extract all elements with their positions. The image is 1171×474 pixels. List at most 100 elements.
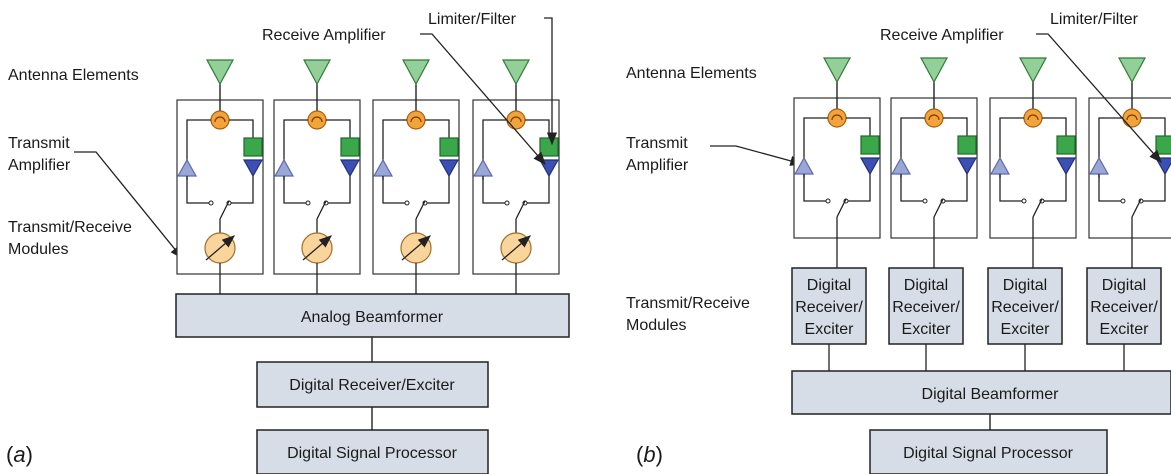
receive-path-line — [229, 119, 254, 140]
digital-signal-processor-label-b: Digital Signal Processor — [903, 445, 1074, 462]
limiter-filter-icon — [1056, 135, 1076, 155]
panel-b-module-4 — [1088, 57, 1171, 268]
phase-shifter-arrow-icon — [501, 235, 531, 261]
receive-path-line — [1042, 117, 1067, 138]
circulator-icon — [506, 110, 526, 130]
limiter-filter-icon — [340, 137, 360, 157]
label-trm-b-2: Modules — [626, 317, 686, 334]
receive-amplifier-icon — [1055, 157, 1077, 176]
digital-receiver-exciter-label-b: Digital — [807, 277, 851, 294]
limiter-filter-icon — [539, 137, 559, 157]
digital-signal-processor-box-b — [869, 429, 1108, 474]
circulator-arrow-icon — [1027, 114, 1039, 121]
digital-signal-processor-box-a — [256, 429, 489, 474]
caption-b: (b) — [636, 442, 663, 467]
receive-to-switch-line — [1044, 174, 1067, 202]
label-antenna-elements: Antenna Elements — [8, 67, 139, 84]
limiter-filter-icon — [439, 137, 459, 157]
digital-receiver-exciter-box-b — [888, 267, 964, 345]
label-receive-amplifier-b: Receive Amplifier — [880, 27, 1004, 44]
receive-to-switch-line — [527, 176, 550, 204]
circulator-icon — [1122, 108, 1142, 128]
receive-amplifier-icon — [438, 159, 460, 178]
digital-receiver-exciter-box-b — [987, 267, 1063, 345]
panel-b-module-3 — [989, 57, 1077, 268]
digital-receiver-exciter-label-b: Digital — [904, 277, 948, 294]
panel-b-module-1 — [793, 57, 881, 268]
panel-a: Antenna Elements Transmit Amplifier Tran… — [6, 11, 570, 474]
switch-arm-icon — [1131, 198, 1142, 218]
receive-path-line — [425, 119, 450, 140]
antenna-icon — [302, 59, 332, 86]
receive-amp-callout-line-b — [1036, 33, 1162, 163]
digital-receiver-exciter-label-b: Receiver/ — [795, 299, 863, 316]
antenna-icon — [1117, 57, 1147, 84]
switch-arm-icon — [515, 200, 526, 220]
antenna-icon — [919, 57, 949, 84]
analog-beamformer-label: Analog Beamformer — [301, 309, 444, 326]
label-transmit-amplifier-2: Amplifier — [8, 157, 71, 174]
digital-receiver-exciter-label-b: Exciter — [902, 321, 952, 338]
transmit-to-switch-line — [900, 174, 923, 202]
circulator-arrow-icon — [1126, 114, 1138, 121]
phase-shifter-arrow-icon — [205, 235, 235, 261]
limiter-filter-icon — [957, 135, 977, 155]
limiter-filter-icon — [1155, 135, 1171, 155]
switch-contact-icon — [208, 200, 214, 206]
digital-receiver-exciter-label-b: Receiver/ — [892, 299, 960, 316]
limiter-filter-icon — [243, 137, 263, 157]
receive-to-switch-line — [427, 176, 450, 204]
transmit-amp-callout-line — [74, 151, 183, 260]
circulator-arrow-icon — [214, 116, 226, 123]
switch-arm-icon — [415, 200, 426, 220]
panel-b: Antenna Elements Transmit Amplifier Tran… — [626, 11, 1171, 474]
circulator-icon — [307, 110, 327, 130]
label-transmit-amplifier-b-2: Amplifier — [626, 157, 689, 174]
panel-a-module-1 — [176, 59, 264, 294]
receive-path-line — [326, 119, 351, 140]
digital-receiver-exciter-label-b: Digital — [1003, 277, 1047, 294]
switch-contact-icon — [1120, 198, 1126, 204]
analog-beamformer-box — [175, 293, 570, 338]
digital-beamformer-box — [791, 370, 1171, 415]
transmit-to-switch-line — [803, 174, 826, 202]
receive-path-line — [846, 117, 871, 138]
digital-receiver-exciter-label-b: Exciter — [1001, 321, 1051, 338]
digital-receiver-exciter-label-b: Exciter — [1100, 321, 1150, 338]
panel-a-module-2 — [273, 59, 361, 294]
receive-amp-callout-line — [420, 33, 546, 165]
switch-arm-icon — [1032, 198, 1043, 218]
receive-to-switch-line — [1143, 174, 1166, 202]
label-limiter-filter: Limiter/Filter — [428, 11, 517, 28]
digital-receiver-exciter-label: Digital Receiver/Exciter — [289, 377, 455, 394]
switch-contact-icon — [305, 200, 311, 206]
transmit-to-switch-line — [1098, 174, 1121, 202]
switch-arm-icon — [219, 200, 230, 220]
circulator-icon — [210, 110, 230, 130]
switch-contact-icon — [825, 198, 831, 204]
digital-receiver-exciter-label-b: Receiver/ — [1090, 299, 1158, 316]
digital-signal-processor-label-a: Digital Signal Processor — [287, 445, 458, 462]
receive-amplifier-icon — [956, 157, 978, 176]
transmit-to-switch-line — [283, 176, 306, 204]
receive-to-switch-line — [945, 174, 968, 202]
switch-contact-icon — [922, 198, 928, 204]
receive-path-line — [1141, 117, 1166, 138]
circulator-icon — [1023, 108, 1043, 128]
label-trm-b-1: Transmit/Receive — [626, 295, 750, 312]
label-limiter-filter-b: Limiter/Filter — [1050, 11, 1139, 28]
label-antenna-elements-b: Antenna Elements — [626, 65, 757, 82]
panel-a-module-3 — [372, 59, 460, 294]
digital-receiver-exciter-box-b — [1086, 267, 1162, 345]
label-transmit-amplifier-1: Transmit — [8, 135, 70, 152]
circulator-icon — [827, 108, 847, 128]
antenna-icon — [401, 59, 431, 86]
receive-to-switch-line — [231, 176, 254, 204]
antenna-icon — [501, 59, 531, 86]
label-receive-amplifier: Receive Amplifier — [262, 27, 386, 44]
receive-to-switch-line — [848, 174, 871, 202]
transmit-to-switch-line — [186, 176, 209, 204]
antenna-icon — [205, 59, 235, 86]
circulator-arrow-icon — [928, 114, 940, 121]
transmit-to-switch-line — [482, 176, 505, 204]
